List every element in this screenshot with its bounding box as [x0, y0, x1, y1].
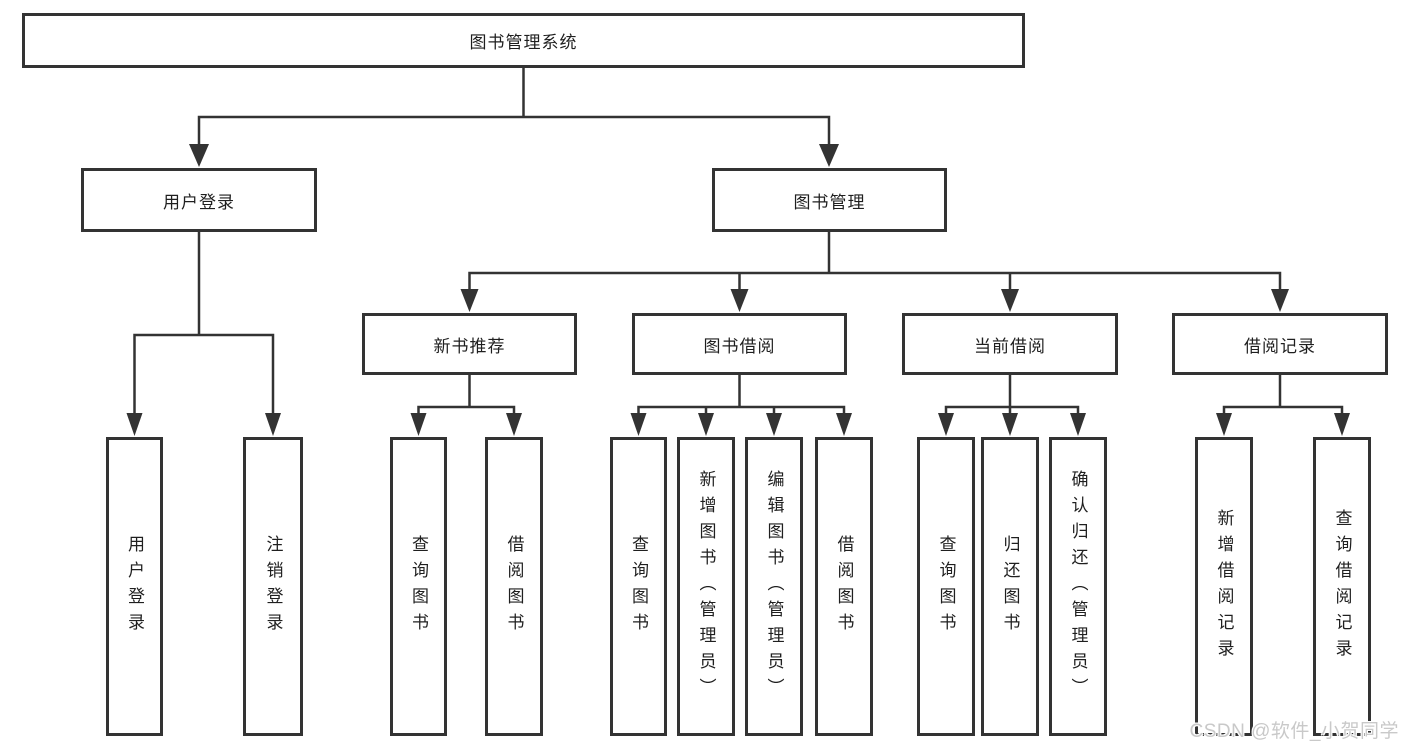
connector-bookmgmt-to-level3	[468, 230, 1282, 294]
connector-userlogin-to-leaves	[133, 230, 275, 418]
connector-current-to-leaves	[944, 373, 1080, 418]
leaf-borrow-books-recommend: 借阅图书	[485, 437, 543, 736]
leaf-confirm-return-admin-label: 确认归还（管理员）	[1068, 469, 1088, 704]
node-book-borrowing: 图书借阅	[632, 313, 847, 375]
connector-borrow-to-leaves	[637, 373, 846, 418]
leaf-query-books-current-label: 查询图书	[936, 534, 956, 639]
leaf-logout-label: 注销登录	[263, 534, 283, 639]
node-user-login: 用户登录	[81, 168, 317, 232]
leaf-borrow-books-recommend-label: 借阅图书	[504, 534, 524, 639]
leaf-logout: 注销登录	[243, 437, 303, 736]
arrowheads-level2	[189, 144, 839, 167]
leaf-borrow-books: 借阅图书	[815, 437, 873, 736]
leaf-query-books-borrow-label: 查询图书	[629, 534, 648, 639]
leaf-edit-books-admin: 编辑图书（管理员）	[745, 437, 803, 736]
arrowheads-userlogin-leaves	[126, 413, 281, 436]
connector-root-to-level2	[197, 66, 831, 150]
leaf-add-borrow-record-label: 新增借阅记录	[1214, 508, 1234, 665]
leaf-return-books: 归还图书	[981, 437, 1039, 736]
arrowheads-newbook-leaves	[410, 413, 522, 436]
node-borrowing-records: 借阅记录	[1172, 313, 1388, 375]
leaf-query-borrow-record: 查询借阅记录	[1313, 437, 1371, 736]
arrowheads-level3	[460, 289, 1289, 312]
leaf-add-books-admin: 新增图书（管理员）	[677, 437, 735, 736]
leaf-edit-books-admin-label: 编辑图书（管理员）	[764, 469, 784, 704]
node-root-library-system: 图书管理系统	[22, 13, 1025, 68]
leaf-user-login: 用户登录	[106, 437, 163, 736]
connector-newbook-to-leaves	[417, 373, 516, 418]
node-current-borrowing: 当前借阅	[902, 313, 1118, 375]
node-new-book-recommend: 新书推荐	[362, 313, 577, 375]
leaf-query-books-recommend: 查询图书	[390, 437, 447, 736]
leaf-user-login-label: 用户登录	[125, 534, 144, 639]
leaf-query-books-current: 查询图书	[917, 437, 975, 736]
leaf-confirm-return-admin: 确认归还（管理员）	[1049, 437, 1107, 736]
leaf-query-books-recommend-label: 查询图书	[409, 534, 428, 639]
arrowheads-current-leaves	[938, 413, 1086, 436]
node-book-management: 图书管理	[712, 168, 947, 232]
leaf-add-books-admin-label: 新增图书（管理员）	[696, 469, 716, 704]
leaf-query-books-borrow: 查询图书	[610, 437, 667, 736]
leaf-add-borrow-record: 新增借阅记录	[1195, 437, 1253, 736]
leaf-query-borrow-record-label: 查询借阅记录	[1332, 508, 1352, 665]
leaf-return-books-label: 归还图书	[1000, 534, 1020, 639]
leaf-borrow-books-label: 借阅图书	[834, 534, 854, 639]
arrowheads-borrow-leaves	[630, 413, 852, 436]
connector-records-to-leaves	[1222, 373, 1344, 418]
arrowheads-records-leaves	[1216, 413, 1350, 436]
